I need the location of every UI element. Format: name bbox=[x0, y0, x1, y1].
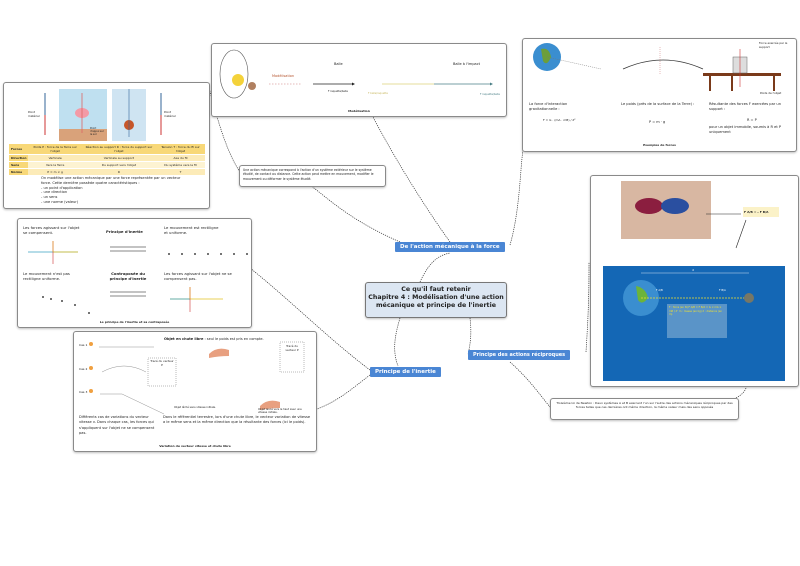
table-row: Norme P = m × g R T bbox=[9, 168, 205, 176]
ne-compensent-text: Les forces agissant sur l'objet ne se co… bbox=[164, 271, 232, 281]
text-line: - une direction bbox=[41, 190, 68, 195]
inertia-diagrams bbox=[28, 241, 248, 314]
pas-rectiligne-text: Le mouvement n'est pas rectiligne unifor… bbox=[23, 271, 70, 281]
racket-illustration bbox=[219, 49, 493, 99]
cas-1: Cas 1 bbox=[79, 343, 88, 347]
variation-diagrams bbox=[89, 341, 305, 415]
definition-note: Une action mécanique correspond à l'acti… bbox=[239, 165, 386, 187]
text-line: - une norme (valeur) bbox=[41, 199, 79, 204]
text-line: - un sens bbox=[41, 195, 58, 200]
f-balle-raquette: F balle/raquette bbox=[368, 92, 388, 95]
f-ab: F A/B bbox=[656, 289, 663, 292]
th-forces: Forces bbox=[9, 144, 29, 155]
examples-box: Force exercée par le support Poids de l'… bbox=[522, 38, 797, 152]
cas-2: Cas 2 bbox=[79, 367, 88, 371]
resultante-note: pour un objet immobile, soumis à R et P … bbox=[709, 125, 782, 134]
grav-text: La force d'interaction gravitationnelle … bbox=[529, 102, 568, 111]
cell: Du support vers l'objet bbox=[81, 161, 156, 169]
table-row: Direction Verticale Verticale au support… bbox=[9, 154, 205, 162]
point-appui: Point d'appui sur le sol bbox=[90, 127, 104, 136]
modelisation-box: Modélisation Balle Balle à l'impact F ra… bbox=[211, 43, 507, 117]
poids-text: Le poids (près de la surface de la Terre… bbox=[621, 102, 695, 106]
branch-inertie[interactable]: Principe de l'inertie bbox=[370, 367, 441, 377]
branch-reciproques[interactable]: Principe des actions réciproques bbox=[468, 350, 571, 360]
table-row: Sens Vers la Terre Du support vers l'obj… bbox=[9, 161, 205, 169]
modelisation-caption: Modélisation bbox=[348, 109, 370, 113]
principe-inertie-label: Principe d'inertie bbox=[106, 229, 143, 234]
text-line: - un point d'application bbox=[41, 185, 83, 190]
branch-action-force[interactable]: De l'action mécanique à la force bbox=[395, 242, 505, 252]
balle-impact-label: Balle à l'impact bbox=[453, 62, 480, 66]
chute-title-bold: Objet en chute libre bbox=[164, 337, 204, 341]
forces-table: Forces Poids P : force de la Terre sur l… bbox=[9, 144, 205, 176]
definition-text: Une action mécanique correspond à l'acti… bbox=[243, 168, 374, 181]
vector-text: On modélise une action mécanique par une… bbox=[41, 176, 181, 205]
cas-3: Cas 3 bbox=[79, 390, 88, 394]
reciprocal-box: F A/B = - F B/A d F A/B F B/A F : force … bbox=[590, 175, 799, 387]
f-raquette-balle-2: F raquette/balle bbox=[480, 93, 500, 96]
f-ba: F B/A bbox=[719, 289, 726, 292]
central-title-3: mécanique et principe de l'inertie bbox=[375, 302, 496, 309]
rectiligne-text: Le mouvement est rectiligne et uniforme. bbox=[164, 225, 219, 235]
variation-right-text: Dans le référentiel terrestre, lors d'un… bbox=[163, 415, 311, 425]
cell: Verticale bbox=[28, 154, 82, 162]
chute-title-rest: : seul le poids est pris en compte. bbox=[203, 337, 264, 341]
grav-formula: F = G · (mA · mB) / d² bbox=[543, 118, 576, 122]
f-raquette-balle-1: F raquette/balle bbox=[328, 90, 348, 93]
cell: T bbox=[155, 168, 205, 176]
vector-illustrations bbox=[44, 89, 162, 141]
central-topic[interactable]: Ce qu'il faut retenir Chapitre 4 : Modél… bbox=[365, 282, 507, 318]
cell: Du système vers le fil bbox=[155, 161, 205, 169]
point-materiel-left: Point matériel bbox=[28, 110, 40, 118]
examples-illustrations bbox=[533, 43, 781, 91]
cell: Norme bbox=[9, 168, 29, 176]
th-reaction: Réaction au support R : force du support… bbox=[81, 144, 156, 155]
compensent-text: Les forces agissant sur l'objet se compe… bbox=[23, 225, 80, 235]
chute-title: Objet en chute libre : seul le poids est… bbox=[164, 336, 264, 343]
central-title-2: Chapitre 4 : Modélisation d'une action bbox=[368, 294, 504, 301]
variation-box: Cas 1 Cas 2 Cas 3 Objet en chute libre :… bbox=[73, 331, 317, 452]
trace-right: Tracé du vecteur P bbox=[285, 344, 299, 352]
central-title-1: Ce qu'il faut retenir bbox=[401, 286, 471, 293]
cell: Sens bbox=[9, 161, 29, 169]
variation-left-text: Différents cas de variations du vecteur … bbox=[79, 415, 155, 435]
lache-note: Objet lâché sans vitesse initiale. bbox=[174, 406, 216, 409]
text-line: On modélise une action mécanique par une… bbox=[41, 176, 181, 185]
point-materiel-right: Point matériel bbox=[164, 110, 176, 118]
variation-caption: Variation du vecteur vitesse et chute li… bbox=[159, 444, 231, 448]
th-tension: Tension T : force du fil sur l'objet bbox=[155, 144, 205, 155]
contraposee-label: Contraposée du principe d'inertie bbox=[109, 271, 147, 281]
newton-text: Troisième loi de Newton : Deux systèmes … bbox=[556, 401, 733, 410]
distance-d: d bbox=[692, 268, 694, 272]
newton-note: Troisième loi de Newton : Deux systèmes … bbox=[550, 398, 739, 420]
balle-label: Balle bbox=[334, 62, 343, 66]
resultante-formula: R = P bbox=[747, 118, 757, 122]
cell: Direction bbox=[9, 154, 29, 162]
vector-force-box: Point matériel Point matériel Point d'ap… bbox=[3, 82, 210, 209]
cell: R bbox=[81, 168, 156, 176]
reciprocal-illustrations bbox=[603, 181, 785, 381]
trace-left: Tracé du vecteur P bbox=[150, 359, 174, 367]
cell: Verticale au support bbox=[81, 154, 156, 162]
reciprocal-formula: F A/B = - F B/A bbox=[744, 210, 769, 214]
support-label: Force exercée par le support bbox=[759, 41, 788, 49]
cell: P = m × g bbox=[28, 168, 82, 176]
resultante-text: Résultante des forces F exercées par un … bbox=[709, 102, 781, 111]
inertia-caption: Le principe de l'inertie et sa contrapos… bbox=[99, 320, 170, 324]
poids-objet-label: Poids de l'objet bbox=[760, 91, 782, 95]
gravitation-panel: F : force (en N) F A/B = F B/A = G × mA … bbox=[669, 306, 722, 316]
inertia-box: Les forces agissant sur l'objet se compe… bbox=[17, 218, 252, 328]
poids-formula: P = m · g bbox=[649, 120, 666, 124]
modelisation-label: Modélisation bbox=[272, 74, 295, 78]
th-poids: Poids P : force de la Terre sur l'objet bbox=[28, 144, 82, 155]
lance-note: Objet lancé vers le haut avec une vitess… bbox=[258, 408, 302, 415]
cell: Vers la Terre bbox=[28, 161, 82, 169]
examples-caption: Exemples de forces bbox=[643, 143, 676, 147]
cell: Axe du fil bbox=[155, 154, 205, 162]
